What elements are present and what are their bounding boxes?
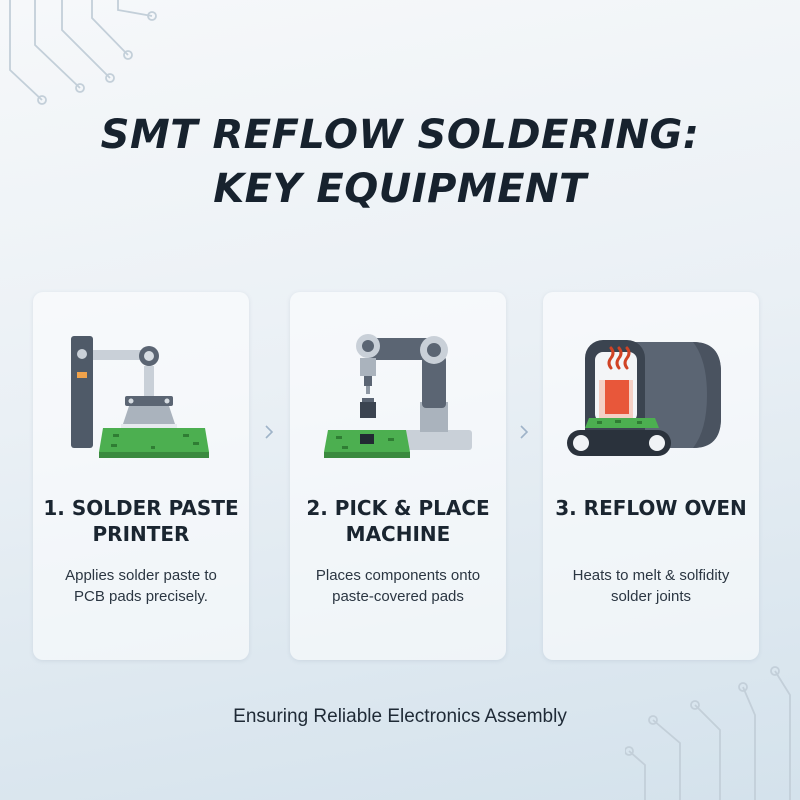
reflow-oven-icon	[567, 340, 721, 456]
solder-paste-printer-icon	[71, 336, 209, 458]
page-title-line-1: SMT REFLOW SOLDERING:	[100, 112, 700, 158]
step-title: 2. PICK & PLACE MACHINE	[290, 495, 506, 547]
page-title-line-2: KEY EQUIPMENT	[213, 166, 587, 212]
step-title-line-2: MACHINE	[345, 522, 451, 546]
circuit-traces-bottom-right	[625, 666, 791, 800]
step-description: Applies solder paste to PCB pads precise…	[33, 565, 249, 607]
step-title: 1. SOLDER PASTE PRINTER	[33, 495, 249, 547]
step-description-line-2: solder joints	[610, 588, 692, 605]
step-title-line-1: 3. REFLOW OVEN	[555, 496, 747, 520]
page-title: SMT REFLOW SOLDERING: KEY EQUIPMENT	[0, 108, 800, 216]
step-card-reflow-oven: 3. REFLOW OVEN Heats to melt & solfidity…	[543, 292, 759, 660]
step-title-line-2: PRINTER	[92, 522, 190, 546]
step-description-line-1: Places components onto	[315, 567, 481, 584]
step-description: Heats to melt & solfidity solder joints	[543, 565, 759, 607]
step-title: 3. REFLOW OVEN	[543, 495, 759, 521]
chevron-right-icon	[520, 425, 529, 439]
circuit-traces-top-left	[9, 0, 157, 105]
step-title-line-1: 2. PICK & PLACE	[306, 496, 490, 520]
step-description-line-1: Applies solder paste to	[65, 567, 217, 584]
step-card-solder-paste-printer: 1. SOLDER PASTE PRINTER Applies solder p…	[33, 292, 249, 660]
step-description-line-2: paste-covered pads	[332, 588, 464, 605]
pick-and-place-robot-icon	[324, 334, 472, 458]
chevron-right-icon	[265, 425, 274, 439]
step-description-line-1: Heats to melt & solfidity	[572, 567, 730, 584]
step-card-pick-and-place: 2. PICK & PLACE MACHINE Places component…	[290, 292, 506, 660]
step-description-line-2: PCB pads precisely.	[74, 588, 208, 605]
step-description: Places components onto paste-covered pad…	[290, 565, 506, 607]
footer-tagline: Ensuring Reliable Electronics Assembly	[233, 706, 567, 727]
step-title-line-1: 1. SOLDER PASTE	[43, 496, 239, 520]
